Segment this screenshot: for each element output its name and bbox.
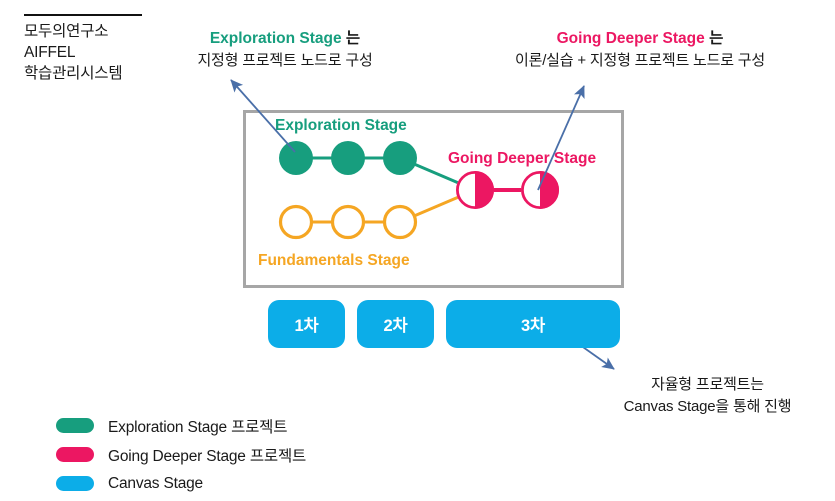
legend-item-going-deeper: Going Deeper Stage 프로젝트: [56, 442, 306, 467]
callout-exploration-keyword: Exploration Stage: [209, 30, 342, 47]
callout-canvas-stage: 자율형 프로젝트는 Canvas Stage을 통해 진행: [600, 374, 815, 418]
brand-block: 모두의연구소 AIFFEL 학습관리시스템: [24, 14, 214, 84]
callout-going-deeper-heading: Going Deeper Stage 는: [460, 28, 820, 50]
brand-line-1: 모두의연구소: [24, 23, 109, 40]
label-going-deeper-stage: Going Deeper Stage: [448, 150, 597, 167]
legend: Exploration Stage 프로젝트 Going Deeper Stag…: [56, 413, 306, 500]
callout-exploration: Exploration Stage 는 지정형 프로젝트 노드로 구성: [160, 28, 410, 72]
callout-going-deeper: Going Deeper Stage 는 이론/실습 + 지정형 프로젝트 노드…: [460, 28, 820, 72]
canvas-stage-button-3[interactable]: 3차: [446, 300, 620, 348]
callout-exploration-detail: 지정형 프로젝트 노드로 구성: [197, 52, 373, 69]
callout-canvas-line-1: 자율형 프로젝트는: [651, 376, 764, 393]
legend-swatch-canvas: [56, 476, 94, 491]
canvas-stage-button-1[interactable]: 1차: [268, 300, 345, 348]
canvas-stage-button-2[interactable]: 2차: [357, 300, 434, 348]
label-exploration-stage: Exploration Stage: [275, 117, 407, 134]
legend-label-canvas: Canvas Stage: [108, 474, 203, 492]
callout-canvas-line-2: Canvas Stage을 통해 진행: [623, 398, 792, 415]
legend-swatch-exploration: [56, 418, 94, 433]
fundamentals-nodes: [278, 204, 418, 240]
legend-label-exploration: Exploration Stage 프로젝트: [108, 418, 288, 436]
brand-line-2: AIFFEL: [24, 44, 76, 61]
callout-exploration-heading: Exploration Stage 는: [160, 28, 410, 50]
brand-divider: [24, 14, 142, 16]
exploration-nodes: [279, 141, 417, 175]
callout-going-deeper-keyword: Going Deeper Stage: [556, 30, 705, 47]
stage-diagram-box: [243, 110, 624, 288]
brand-line-3: 학습관리시스템: [24, 65, 123, 82]
legend-item-canvas: Canvas Stage: [56, 471, 306, 496]
callout-exploration-suffix: 는: [341, 30, 361, 47]
label-fundamentals-stage: Fundamentals Stage: [258, 252, 410, 269]
callout-going-deeper-suffix: 는: [704, 30, 724, 47]
legend-swatch-going-deeper: [56, 447, 94, 462]
legend-item-exploration: Exploration Stage 프로젝트: [56, 413, 306, 438]
legend-label-going-deeper: Going Deeper Stage 프로젝트: [108, 447, 307, 465]
callout-going-deeper-detail: 이론/실습 + 지정형 프로젝트 노드로 구성: [515, 52, 765, 69]
